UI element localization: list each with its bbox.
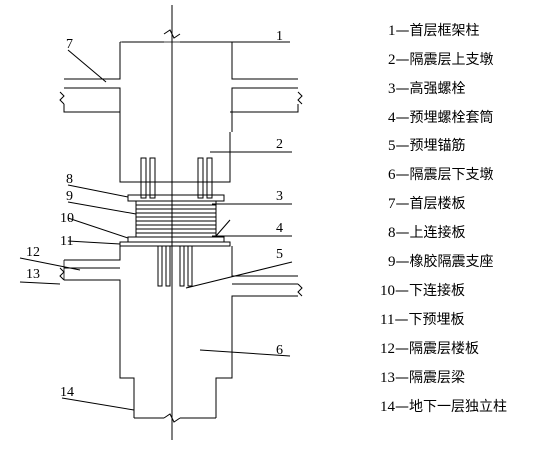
callout-labels: 1 2 3 4 5 6 7 8 9 10 11 12 13 14: [26, 29, 283, 400]
callout-11: 11: [60, 234, 73, 249]
leader-lines: [19, 41, 293, 411]
lower-embedded-plate: [119, 241, 231, 247]
first-floor-slab: [59, 87, 303, 132]
callout-14: 14: [60, 385, 74, 400]
callout-5: 5: [276, 247, 283, 262]
callout-6: 6: [276, 343, 283, 358]
isolation-layer-slab-and-beam: [59, 246, 303, 346]
callout-2: 2: [276, 137, 283, 152]
callout-9: 9: [66, 189, 73, 204]
callout-10: 10: [60, 211, 74, 226]
embedded-bolt-sleeves: [157, 245, 193, 287]
callout-12: 12: [26, 245, 40, 260]
callout-3: 3: [276, 189, 283, 204]
callout-7: 7: [66, 37, 73, 52]
rubber-isolation-bearing: [135, 200, 217, 238]
lower-pier: [119, 346, 233, 418]
callout-4: 4: [276, 221, 283, 236]
lower-connection-plate: [127, 236, 225, 243]
upper-pier: [119, 111, 232, 183]
callout-1: 1: [276, 29, 283, 44]
center-axis-line: [122, 5, 230, 440]
upper-anchor-bars: [140, 157, 213, 199]
callout-13: 13: [26, 267, 40, 282]
callout-8: 8: [66, 172, 73, 187]
first-floor-column: [64, 41, 298, 80]
